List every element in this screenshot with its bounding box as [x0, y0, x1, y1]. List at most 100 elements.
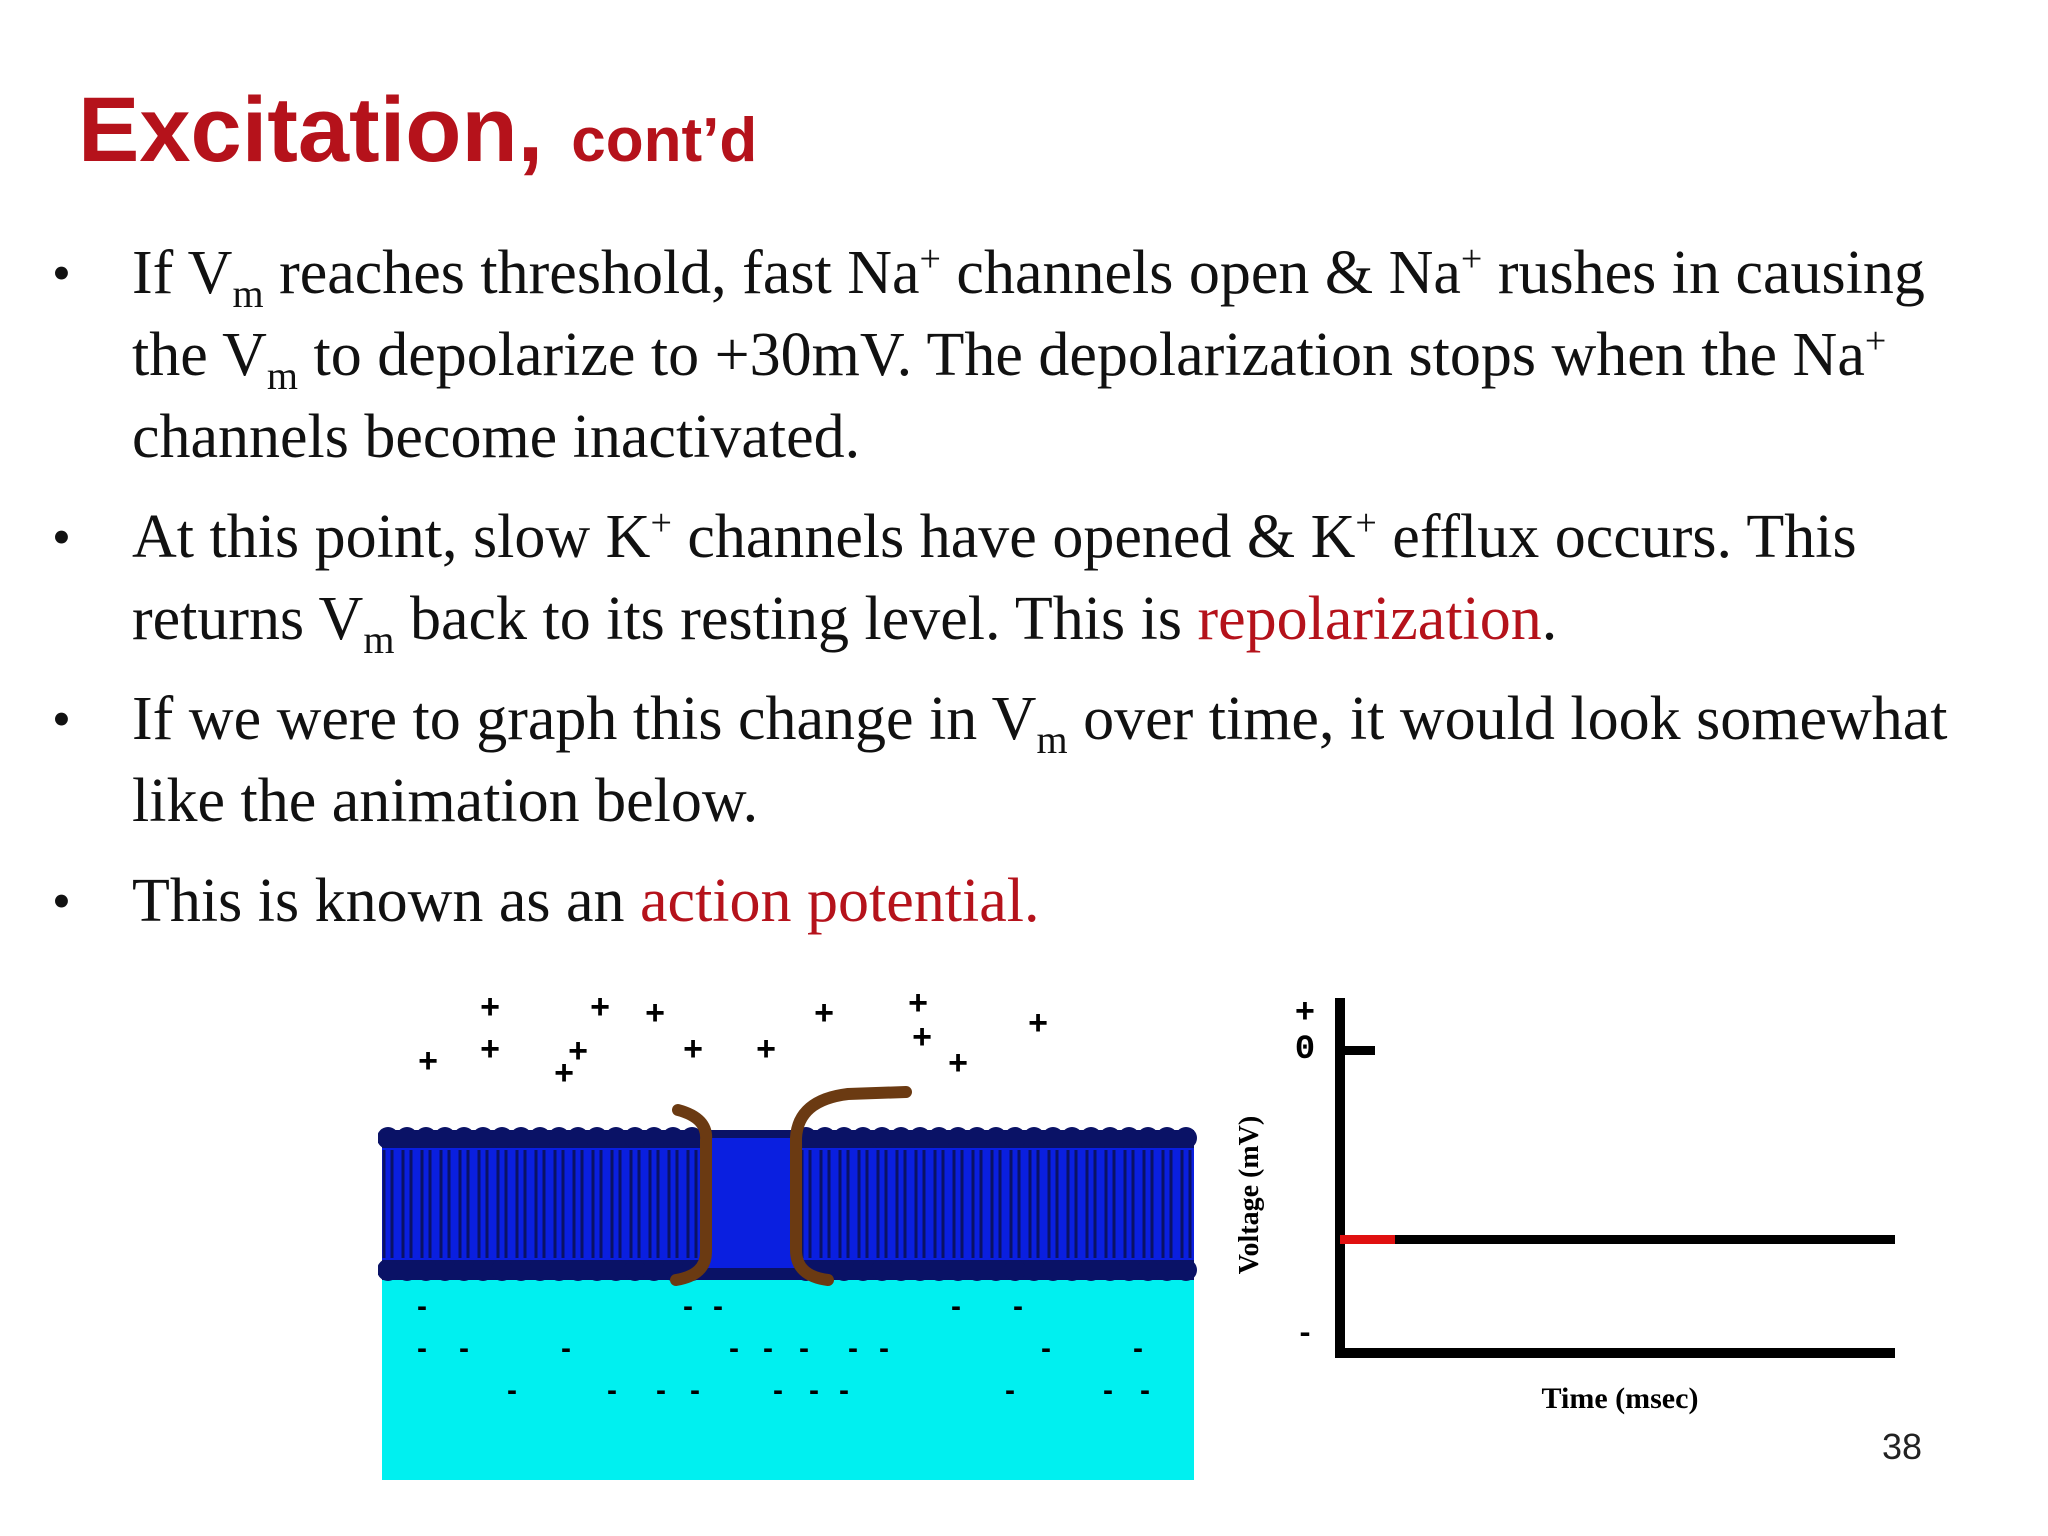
- lipid-head: [985, 1259, 1007, 1281]
- minus-ion: -: [839, 1374, 849, 1407]
- lipid-head: [1042, 1259, 1064, 1281]
- text-run: If V: [132, 239, 233, 307]
- lipid-head: [1156, 1127, 1178, 1149]
- bullet-item-threshold: •If Vm reaches threshold, fast Na+ chann…: [0, 232, 2048, 478]
- lipid-head: [966, 1259, 988, 1281]
- lipid-head: [871, 1259, 893, 1281]
- lipid-head: [662, 1127, 684, 1149]
- plus-ion: +: [683, 1030, 703, 1068]
- lipid-head: [1137, 1259, 1159, 1281]
- extracellular-plus-signs: ++++++++++++++: [418, 990, 1048, 1092]
- channel-right-gate: [790, 1086, 912, 1286]
- minus-ion: -: [799, 1332, 809, 1365]
- minus-ion: -: [1103, 1374, 1113, 1407]
- plus-ion: +: [908, 990, 928, 1022]
- y-axis-line: [1335, 998, 1345, 1356]
- lipid-head: [624, 1127, 646, 1149]
- subscript: m: [266, 353, 299, 398]
- x-axis-line: [1335, 1348, 1895, 1358]
- lipid-head: [1118, 1259, 1140, 1281]
- term-repolarization: repolarization: [1197, 585, 1542, 653]
- plus-ion: +: [480, 1030, 500, 1068]
- text-run: If we were to graph this change in V: [132, 685, 1037, 753]
- lipid-head: [567, 1127, 589, 1149]
- lipid-head: [605, 1259, 627, 1281]
- lipid-head: [605, 1127, 627, 1149]
- lipid-head: [1099, 1127, 1121, 1149]
- superscript: +: [919, 238, 941, 280]
- bullet-list: •If Vm reaches threshold, fast Na+ chann…: [0, 232, 2048, 960]
- lipid-head: [1004, 1127, 1026, 1149]
- lipid-head: [1042, 1127, 1064, 1149]
- page-number: 38: [1882, 1426, 1923, 1467]
- minus-ion: -: [417, 1332, 427, 1365]
- voltage-trace: [1340, 1235, 1395, 1244]
- superscript: +: [1355, 502, 1377, 544]
- lipid-head: [852, 1127, 874, 1149]
- action-potential-graph: + 0 - Voltage (mV) Time (msec): [1234, 995, 1895, 1415]
- plus-ion: +: [554, 1054, 574, 1092]
- lipid-head: [529, 1127, 551, 1149]
- lipid-head: [378, 1127, 399, 1149]
- bullet-dot: •: [52, 689, 71, 749]
- lipid-head: [378, 1259, 399, 1281]
- lipid-head: [1099, 1259, 1121, 1281]
- term-action-potential: action potential.: [640, 867, 1040, 935]
- lipid-head: [415, 1259, 437, 1281]
- lipid-head: [586, 1127, 608, 1149]
- lipid-head: [1137, 1127, 1159, 1149]
- lipid-head: [567, 1259, 589, 1281]
- lipid-head: [453, 1259, 475, 1281]
- slide-title: Excitation,cont’d: [78, 78, 757, 183]
- ion-channel-pore: [708, 1138, 798, 1268]
- x-axis-label: Time (msec): [1542, 1382, 1699, 1415]
- minus-ion: -: [763, 1332, 773, 1365]
- text-run: .: [1541, 585, 1558, 653]
- minus-ion: -: [729, 1332, 739, 1365]
- intracellular-minus-signs: -------------------------: [417, 1290, 1150, 1407]
- plus-ion: +: [814, 994, 834, 1032]
- lipid-head: [1080, 1259, 1102, 1281]
- resting-potential-line: [1345, 1235, 1895, 1244]
- superscript: +: [1864, 320, 1887, 362]
- lipid-head: [643, 1127, 665, 1149]
- bullet-dot: •: [52, 871, 71, 931]
- minus-ion: -: [809, 1374, 819, 1407]
- lipid-head: [1061, 1259, 1083, 1281]
- lipid-head: [1175, 1259, 1197, 1281]
- minus-ion: -: [951, 1290, 961, 1323]
- channel-left-wall: [670, 1104, 713, 1286]
- lipid-tails: [382, 1150, 1192, 1258]
- lipid-head: [396, 1259, 418, 1281]
- lipid-head: [415, 1127, 437, 1149]
- lipid-head: [1118, 1127, 1140, 1149]
- bullet-item-graph: •If we were to graph this change in Vm o…: [0, 678, 2048, 842]
- minus-ion: -: [1140, 1374, 1150, 1407]
- text-run: channels have opened & K: [671, 503, 1356, 571]
- minus-ion: -: [459, 1332, 469, 1365]
- bullet-dot: •: [52, 507, 71, 567]
- minus-ion: -: [879, 1332, 889, 1365]
- lipid-head: [1061, 1127, 1083, 1149]
- lipid-head: [472, 1127, 494, 1149]
- superscript: +: [650, 502, 672, 544]
- lipid-head: [1023, 1259, 1045, 1281]
- text-run: over time, it would look somewhat like t…: [132, 685, 1948, 835]
- lipid-head: [472, 1259, 494, 1281]
- plus-ion: +: [480, 990, 500, 1026]
- minus-ion: -: [683, 1290, 693, 1323]
- plus-ion: +: [568, 1032, 588, 1070]
- lipid-head: [1080, 1127, 1102, 1149]
- lipid-head: [890, 1259, 912, 1281]
- plus-ion: +: [418, 1042, 438, 1080]
- lipid-head: [434, 1259, 456, 1281]
- text-run: efflux occurs. This returns V: [132, 503, 1857, 653]
- lipid-heads: [378, 1127, 1197, 1281]
- minus-ion: -: [417, 1290, 427, 1323]
- minus-ion: -: [1041, 1332, 1051, 1365]
- text-run: rushes in causing the V: [132, 239, 1925, 389]
- subscript: m: [363, 617, 395, 662]
- lipid-head: [624, 1259, 646, 1281]
- lipid-head: [928, 1127, 950, 1149]
- minus-ion: -: [607, 1374, 617, 1407]
